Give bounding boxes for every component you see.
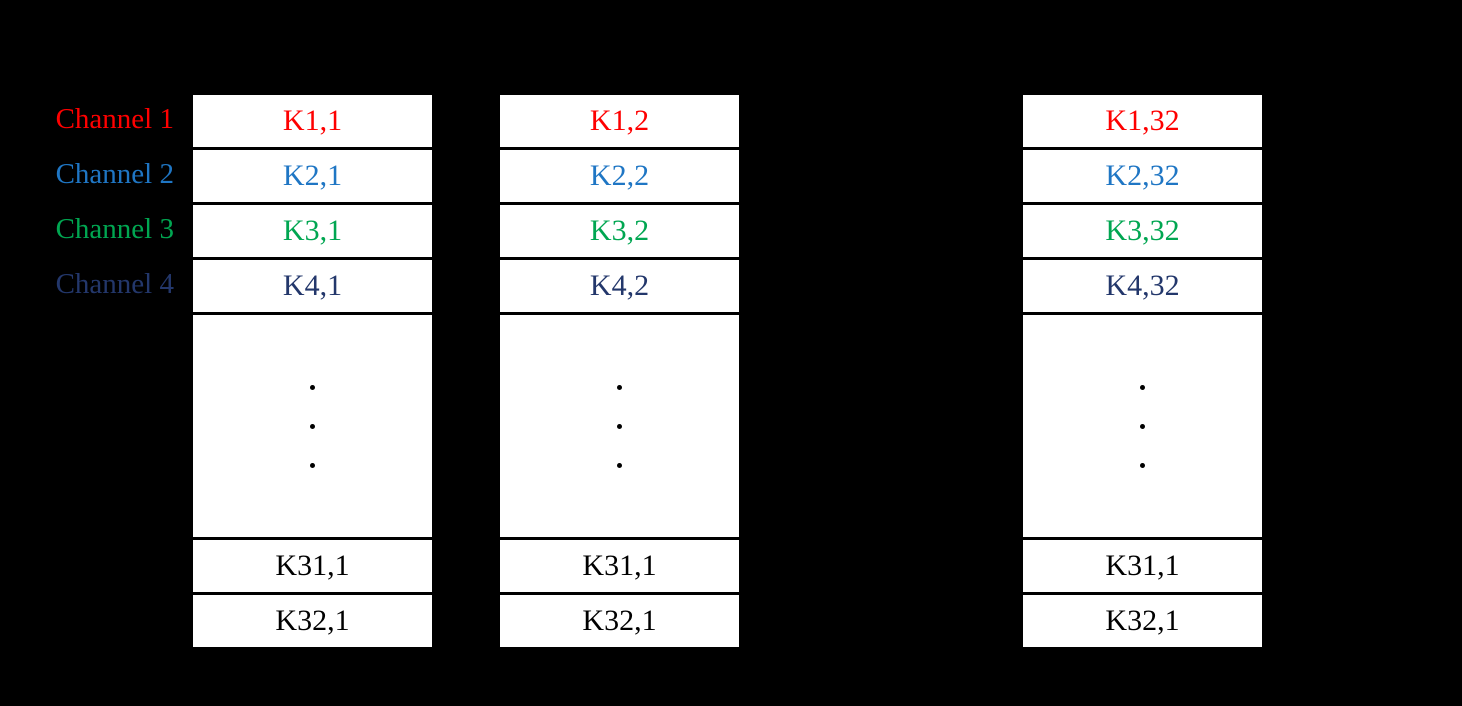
- kernel-cell-label: K31,1: [582, 549, 657, 582]
- kernel-cell-label: K32,1: [275, 604, 350, 637]
- kernel-cell-label: K4,2: [589, 269, 650, 302]
- kernel-cell-ellipsis: [193, 315, 432, 540]
- legend-item-channel-3: Channel 3: [0, 202, 182, 257]
- kernel-cell-ellipsis: [500, 315, 739, 540]
- kernel-cell-ellipsis: [1023, 315, 1262, 540]
- kernel-cell-label: K1,32: [1105, 104, 1180, 137]
- kernel-cell: K2,2: [500, 150, 739, 205]
- kernel-cell-label: K2,32: [1105, 159, 1180, 192]
- kernel-cell-label: K3,32: [1105, 214, 1180, 247]
- ellipsis-dot: [310, 423, 315, 429]
- legend-item-channel-2: Channel 2: [0, 147, 182, 202]
- kernel-cell-label: K32,1: [1105, 604, 1180, 637]
- kernel-cell: K3,2: [500, 205, 739, 260]
- kernel-cell-label: K1,1: [282, 104, 343, 137]
- ellipsis-dot: [310, 462, 315, 468]
- kernel-cell-label: K2,1: [282, 159, 343, 192]
- kernel-cell: K2,32: [1023, 150, 1262, 205]
- kernel-cell: K1,2: [500, 95, 739, 150]
- kernel-cell: K2,1: [193, 150, 432, 205]
- legend-label-channel-3: Channel 3: [55, 213, 174, 245]
- channel-legend: Channel 1 Channel 2 Channel 3 Channel 4: [0, 92, 182, 312]
- ellipsis-dot: [310, 384, 315, 390]
- legend-label-channel-1: Channel 1: [55, 103, 174, 135]
- kernel-cell-label: K31,1: [1105, 549, 1180, 582]
- kernel-cell-label: K2,2: [589, 159, 650, 192]
- kernel-cell: K31,1: [1023, 540, 1262, 595]
- ellipsis-dot: [1140, 462, 1145, 468]
- kernel-cell: K31,1: [500, 540, 739, 595]
- ellipsis-dot: [617, 423, 622, 429]
- kernel-cell-label: K3,2: [589, 214, 650, 247]
- kernel-cell: K1,32: [1023, 95, 1262, 150]
- kernel-cell: K31,1: [193, 540, 432, 595]
- ellipsis-dot: [617, 462, 622, 468]
- kernel-cell: K4,1: [193, 260, 432, 315]
- ellipsis-dot: [1140, 423, 1145, 429]
- legend-label-channel-4: Channel 4: [55, 268, 174, 300]
- kernel-cell-label: K32,1: [582, 604, 657, 637]
- legend-item-channel-4: Channel 4: [0, 257, 182, 312]
- legend-item-channel-1: Channel 1: [0, 92, 182, 147]
- kernel-cell-label: K31,1: [275, 549, 350, 582]
- kernel-cell: K3,1: [193, 205, 432, 260]
- kernel-cell: K32,1: [500, 595, 739, 647]
- kernel-cell-label: K4,32: [1105, 269, 1180, 302]
- kernel-cell-label: K1,2: [589, 104, 650, 137]
- kernel-cell: K4,32: [1023, 260, 1262, 315]
- legend-label-channel-2: Channel 2: [55, 158, 174, 190]
- kernel-cell: K3,32: [1023, 205, 1262, 260]
- kernel-cell: K32,1: [1023, 595, 1262, 647]
- kernel-cell: K4,2: [500, 260, 739, 315]
- kernel-cell-label: K4,1: [282, 269, 343, 302]
- kernel-cell: K32,1: [193, 595, 432, 647]
- ellipsis-dot: [617, 384, 622, 390]
- ellipsis-dot: [1140, 384, 1145, 390]
- kernel-cell: K1,1: [193, 95, 432, 150]
- kernel-cell-label: K3,1: [282, 214, 343, 247]
